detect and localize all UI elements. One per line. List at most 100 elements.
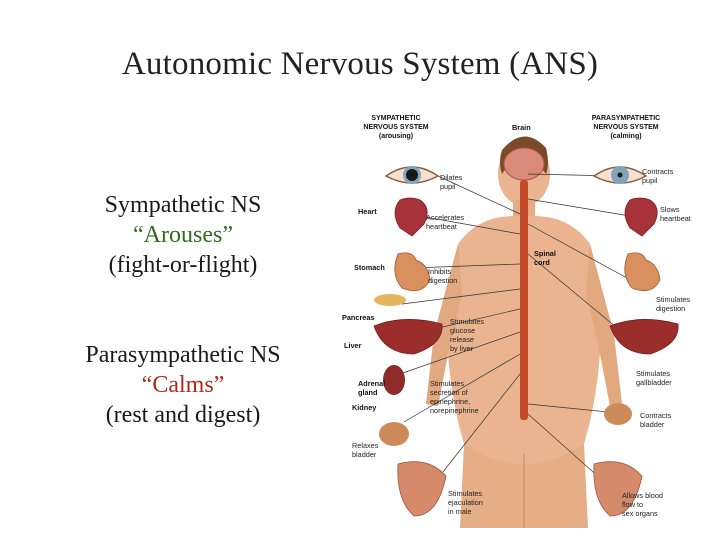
dilates-pupil-2: pupil (440, 182, 456, 191)
contracts-bladder-1: Contracts (640, 411, 672, 420)
spinal-cord-label-1: Spinal (534, 249, 556, 258)
svg-text:in male: in male (448, 507, 472, 516)
contracts-bladder-2: bladder (640, 420, 665, 429)
svg-text:pupil: pupil (440, 182, 456, 191)
svg-text:gland: gland (358, 388, 377, 397)
svg-text:NERVOUS SYSTEM: NERVOUS SYSTEM (363, 124, 428, 131)
allows-blood-flow-3: sex organs (622, 509, 658, 518)
svg-text:secretion of: secretion of (430, 388, 469, 397)
adrenal-kidney-left (383, 365, 405, 395)
svg-text:Stimulates: Stimulates (448, 489, 482, 498)
svg-text:ejaculation: ejaculation (448, 498, 483, 507)
svg-text:norepinephrine: norepinephrine (430, 406, 479, 415)
svg-text:pupil: pupil (642, 176, 658, 185)
svg-text:Liver: Liver (344, 341, 362, 350)
sympathetic-heading: Sympathetic NS (104, 192, 262, 218)
relaxes-bladder-label-2: bladder (352, 450, 377, 459)
stimulates-secretion-3: epinephrine, (430, 397, 470, 406)
contracts-pupil-2: pupil (642, 176, 658, 185)
inhibits-digestion-1: Inhibits (428, 267, 451, 276)
svg-text:heartbeat: heartbeat (426, 222, 457, 231)
svg-text:glucose: glucose (450, 326, 475, 335)
sex-organs-left (397, 461, 447, 517)
svg-text:NERVOUS SYSTEM: NERVOUS SYSTEM (593, 124, 658, 131)
spinal-cord-label-2: cord (534, 258, 550, 267)
heart-left (394, 197, 428, 237)
svg-text:bladder: bladder (640, 420, 665, 429)
svg-text:bladder: bladder (352, 450, 377, 459)
parasympathetic-heading: Parasympathetic NS (85, 342, 281, 368)
stomach-right (624, 252, 661, 292)
stimulates-glucose-3: release (450, 335, 474, 344)
sympathetic-nerves (399, 175, 521, 497)
accelerates-heartbeat-1: Accelerates (426, 213, 464, 222)
svg-text:heartbeat: heartbeat (660, 214, 691, 223)
para-header-3: (calming) (610, 133, 641, 140)
stimulates-ejaculation-3: in male (448, 507, 472, 516)
slows-heartbeat-1: Slows (660, 205, 680, 214)
svg-text:Accelerates: Accelerates (426, 213, 464, 222)
adrenal-label-2: gland (358, 388, 377, 397)
svg-text:Kidney: Kidney (352, 403, 377, 412)
kidney-label: Kidney (352, 403, 377, 412)
svg-text:(arousing): (arousing) (379, 133, 413, 140)
svg-text:PARASYMPATHETIC: PARASYMPATHETIC (592, 115, 660, 122)
pancreas-label: Pancreas (342, 313, 374, 322)
adrenal-label-1: Adrenal (358, 379, 385, 388)
sym-header-3: (arousing) (379, 133, 413, 140)
dilates-pupil-1: Dilates (440, 173, 463, 182)
svg-text:by liver: by liver (450, 344, 474, 353)
svg-text:Stimulates: Stimulates (430, 379, 464, 388)
svg-text:Contracts: Contracts (640, 411, 672, 420)
allows-blood-flow-1: Allows blood (622, 491, 663, 500)
liver-left (373, 319, 443, 355)
svg-text:Stimulates: Stimulates (450, 317, 484, 326)
accelerates-heartbeat-2: heartbeat (426, 222, 457, 231)
bladder-right (604, 403, 632, 425)
svg-text:digestion: digestion (428, 276, 457, 285)
svg-text:release: release (450, 335, 474, 344)
svg-text:Stimulates: Stimulates (636, 369, 670, 378)
svg-text:Dilates: Dilates (440, 173, 463, 182)
slide-title: Autonomic Nervous System (ANS) (121, 46, 599, 82)
svg-text:Relaxes: Relaxes (352, 441, 379, 450)
svg-text:Brain: Brain (512, 123, 531, 132)
svg-text:Spinal: Spinal (534, 249, 556, 258)
stomach-left (394, 252, 431, 292)
svg-text:Contracts: Contracts (642, 167, 674, 176)
svg-text:Pancreas: Pancreas (342, 313, 374, 322)
stimulates-digestion-2: digestion (656, 304, 685, 313)
stimulates-ejaculation-2: ejaculation (448, 498, 483, 507)
svg-text:SYMPATHETIC: SYMPATHETIC (371, 115, 420, 122)
parasympathetic-calms: “Calms” (141, 372, 225, 398)
heart-label: Heart (358, 207, 377, 216)
svg-text:Stomach: Stomach (354, 263, 385, 272)
relaxes-bladder-label-1: Relaxes (352, 441, 379, 450)
allows-blood-flow-2: flow to (622, 500, 643, 509)
stimulates-glucose-2: glucose (450, 326, 475, 335)
stimulates-glucose-1: Stimulates (450, 317, 484, 326)
stimulates-secretion-2: secretion of (430, 388, 469, 397)
svg-text:Slows: Slows (660, 205, 680, 214)
sex-organs-right (593, 461, 643, 517)
stimulates-secretion-1: Stimulates (430, 379, 464, 388)
stimulates-ejaculation-1: Stimulates (448, 489, 482, 498)
stimulates-gallbladder-1: Stimulates (636, 369, 670, 378)
pancreas-left (374, 294, 406, 306)
slows-heartbeat-2: heartbeat (660, 214, 691, 223)
svg-text:Stimulates: Stimulates (656, 295, 690, 304)
svg-text:Adrenal: Adrenal (358, 379, 385, 388)
brain-label: Brain (512, 123, 531, 132)
bladder-left (379, 422, 409, 446)
svg-text:Inhibits: Inhibits (428, 267, 451, 276)
para-header-2: NERVOUS SYSTEM (593, 124, 658, 131)
sympathetic-subtitle: (fight-or-flight) (108, 252, 258, 278)
svg-text:sex organs: sex organs (622, 509, 658, 518)
stimulates-digestion-1: Stimulates (656, 295, 690, 304)
svg-text:flow to: flow to (622, 500, 643, 509)
para-header-1: PARASYMPATHETIC (592, 115, 660, 122)
stimulates-secretion-4: norepinephrine (430, 406, 479, 415)
sym-header-1: SYMPATHETIC (371, 115, 420, 122)
svg-text:Heart: Heart (358, 207, 377, 216)
sym-header-2: NERVOUS SYSTEM (363, 124, 428, 131)
